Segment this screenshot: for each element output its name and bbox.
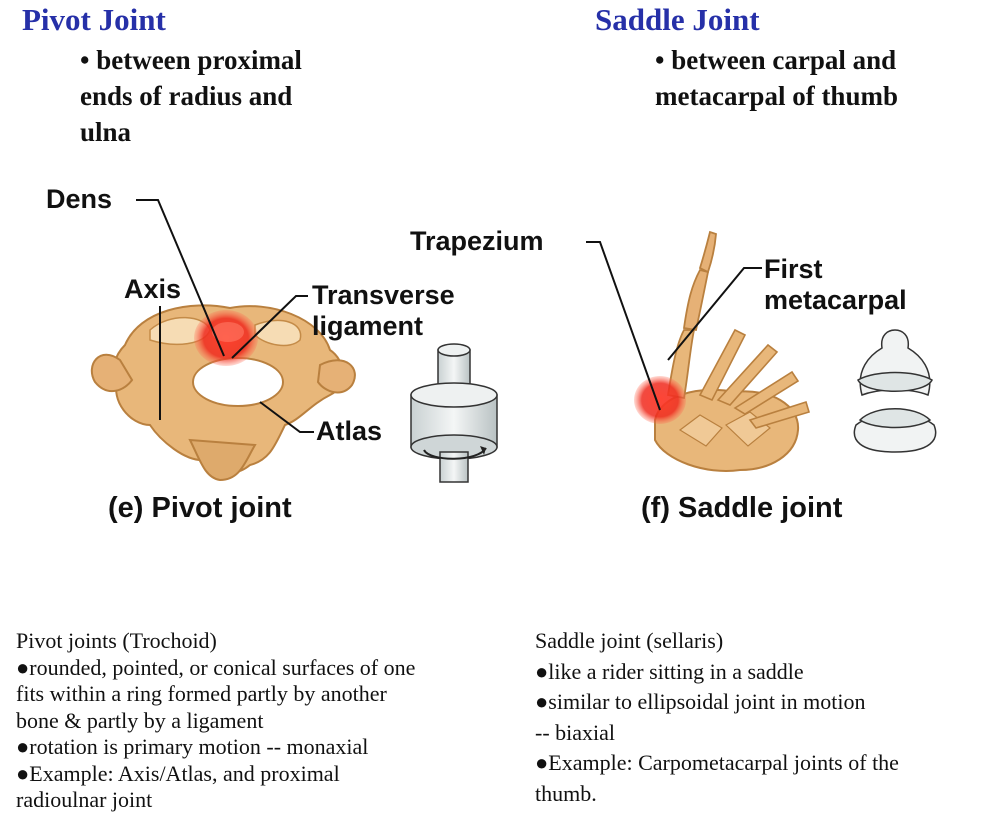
note-line: ●Example: Axis/Atlas, and proximal [16, 761, 415, 788]
note-line: ●rounded, pointed, or conical surfaces o… [16, 655, 415, 682]
saddle-heading: Saddle Joint [595, 2, 760, 38]
saddle-model-icon [854, 330, 935, 452]
note-line: ●like a rider sitting in a saddle [535, 657, 899, 688]
label-line: metacarpal [764, 285, 907, 316]
label-line: Transverse [312, 280, 455, 311]
note-line: bone & partly by a ligament [16, 708, 415, 735]
note-line: thumb. [535, 779, 899, 810]
pivot-notes: Pivot joints (Trochoid) ●rounded, pointe… [16, 628, 415, 814]
note-line: fits within a ring formed partly by anot… [16, 681, 415, 708]
label-atlas: Atlas [316, 416, 382, 447]
saddle-subtitle-line: metacarpal of thumb [655, 78, 898, 114]
note-line: Pivot joints (Trochoid) [16, 628, 415, 655]
pivot-subtitle-line: ulna [80, 114, 302, 150]
saddle-notes: Saddle joint (sellaris) ●like a rider si… [535, 626, 899, 809]
label-trapezium: Trapezium [410, 226, 544, 257]
note-line: radioulnar joint [16, 787, 415, 814]
note-line: Saddle joint (sellaris) [535, 626, 899, 657]
saddle-subtitle: • between carpal and metacarpal of thumb [655, 42, 898, 114]
saddle-caption: (f) Saddle joint [641, 492, 842, 525]
note-line: ●Example: Carpometacarpal joints of the [535, 748, 899, 779]
label-transverse-ligament: Transverse ligament [312, 280, 455, 342]
label-line: ligament [312, 311, 455, 342]
note-line: -- biaxial [535, 718, 899, 749]
pivot-caption: (e) Pivot joint [108, 492, 292, 525]
note-line: ●similar to ellipsoidal joint in motion [535, 687, 899, 718]
label-line: First [764, 254, 907, 285]
label-first-metacarpal: First metacarpal [764, 254, 907, 316]
note-line: ●rotation is primary motion -- monaxial [16, 734, 415, 761]
saddle-subtitle-line: • between carpal and [655, 42, 898, 78]
pivot-subtitle: • between proximal ends of radius and ul… [80, 42, 302, 150]
pivot-model-icon [411, 344, 497, 482]
pivot-heading: Pivot Joint [22, 2, 166, 38]
pivot-subtitle-line: • between proximal [80, 42, 302, 78]
trapezium-highlight [634, 376, 686, 424]
label-axis: Axis [124, 274, 181, 305]
label-dens: Dens [46, 184, 112, 215]
pivot-subtitle-line: ends of radius and [80, 78, 302, 114]
